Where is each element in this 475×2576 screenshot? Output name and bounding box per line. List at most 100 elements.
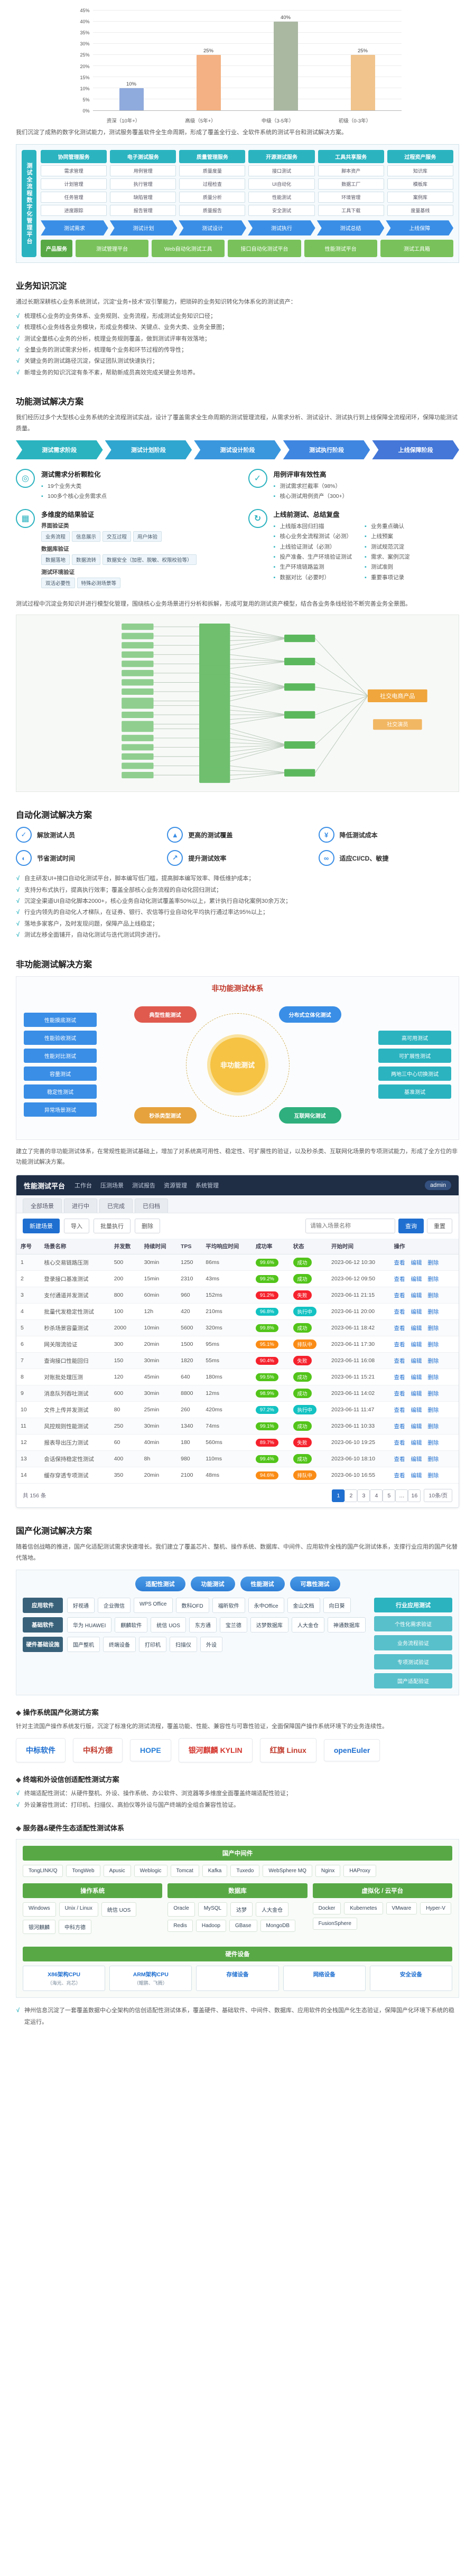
view-link[interactable]: 查看 [394, 1357, 405, 1364]
delete-button[interactable]: 删除 [135, 1219, 160, 1234]
search-input[interactable] [305, 1219, 395, 1234]
status-badge: 成功 [293, 1274, 312, 1284]
verify-item: 数据流转 [72, 554, 101, 565]
delete-link[interactable]: 删除 [427, 1439, 439, 1446]
edit-link[interactable]: 编辑 [411, 1259, 422, 1266]
table-row[interactable]: 11 风控规则性能测试 250 30min 1340 74ms 99.1% 成功… [16, 1418, 459, 1435]
cell-rt: 560ms [201, 1434, 252, 1451]
app-menu-item[interactable]: 资源管理 [164, 1183, 188, 1190]
page-button[interactable]: 4 [370, 1489, 383, 1502]
os-vendor-logo: 银河麒麟 KYLIN [178, 1738, 253, 1763]
delete-link[interactable]: 删除 [427, 1456, 439, 1462]
edit-link[interactable]: 编辑 [411, 1439, 422, 1446]
edit-link[interactable]: 编辑 [411, 1308, 422, 1315]
view-link[interactable]: 查看 [394, 1308, 405, 1315]
page-button[interactable]: 2 [344, 1489, 358, 1502]
cell-ops: 查看 编辑 删除 [389, 1254, 459, 1271]
delete-link[interactable]: 删除 [427, 1357, 439, 1364]
edit-link[interactable]: 编辑 [411, 1374, 422, 1381]
edit-link[interactable]: 编辑 [411, 1357, 422, 1364]
table-row[interactable]: 8 对账批处理压测 120 45min 640 180ms 99.5% 成功 2… [16, 1369, 459, 1386]
table-row[interactable]: 2 登录接口基准测试 200 15min 2310 43ms 99.2% 成功 … [16, 1270, 459, 1288]
edit-link[interactable]: 编辑 [411, 1407, 422, 1413]
delete-link[interactable]: 删除 [427, 1259, 439, 1266]
app-tab[interactable]: 已归档 [135, 1199, 168, 1213]
table-row[interactable]: 12 报表导出压力测试 60 40min 180 560ms 89.7% 失败 … [16, 1434, 459, 1451]
cell-tps: 2310 [176, 1270, 202, 1288]
edit-link[interactable]: 编辑 [411, 1423, 422, 1430]
app-menu-item[interactable]: 系统管理 [195, 1183, 219, 1190]
benefit-circle-icon: ¥ [318, 827, 334, 843]
cell-rt: 110ms [201, 1450, 252, 1468]
mindmap-intro: 测试过程中沉淀业务知识并进行模型化管理，围绕核心业务场景进行分析和拆解，形成可复… [16, 600, 411, 607]
edit-link[interactable]: 编辑 [411, 1341, 422, 1348]
page-button[interactable]: 1 [332, 1489, 345, 1502]
table-row[interactable]: 4 批量代发稳定性测试 100 12h 420 210ms 96.8% 执行中 … [16, 1303, 459, 1320]
view-link[interactable]: 查看 [394, 1407, 405, 1413]
view-link[interactable]: 查看 [394, 1341, 405, 1348]
delete-link[interactable]: 删除 [427, 1308, 439, 1315]
delete-link[interactable]: 删除 [427, 1472, 439, 1479]
delete-link[interactable]: 删除 [427, 1423, 439, 1430]
view-link[interactable]: 查看 [394, 1472, 405, 1479]
view-link[interactable]: 查看 [394, 1423, 405, 1430]
verify-group-name: 数据库验证 [41, 545, 69, 552]
view-link[interactable]: 查看 [394, 1390, 405, 1397]
table-row[interactable]: 7 查询接口性能回归 150 30min 1820 55ms 90.4% 失败 … [16, 1352, 459, 1370]
view-link[interactable]: 查看 [394, 1259, 405, 1266]
app-menu-item[interactable]: 测试报告 [132, 1183, 156, 1190]
view-link[interactable]: 查看 [394, 1325, 405, 1332]
edit-link[interactable]: 编辑 [411, 1276, 422, 1282]
app-tab[interactable]: 进行中 [64, 1199, 97, 1213]
page-button[interactable]: 16 [408, 1489, 421, 1502]
edit-link[interactable]: 编辑 [411, 1325, 422, 1332]
app-user-badge[interactable]: admin [425, 1181, 451, 1191]
page-size-select[interactable]: 10条/页 [424, 1489, 452, 1503]
delete-link[interactable]: 删除 [427, 1407, 439, 1413]
table-row[interactable]: 14 缓存穿透专项测试 350 20min 2100 48ms 94.6% 排队… [16, 1467, 459, 1484]
edit-link[interactable]: 编辑 [411, 1292, 422, 1299]
cell-name: 会话保持稳定性测试 [40, 1450, 110, 1468]
chart-bar-value-label: 25% [203, 48, 213, 54]
layer-item: 统信 UOS [151, 1617, 186, 1633]
search-button[interactable]: 查询 [398, 1219, 424, 1234]
delete-link[interactable]: 删除 [427, 1276, 439, 1282]
platform-flow-step: 测试需求 [41, 220, 108, 235]
delete-link[interactable]: 删除 [427, 1341, 439, 1348]
page-button[interactable]: 5 [383, 1489, 396, 1502]
view-link[interactable]: 查看 [394, 1292, 405, 1299]
table-row[interactable]: 10 文件上传并发测试 80 25min 260 420ms 97.2% 执行中… [16, 1401, 459, 1419]
view-link[interactable]: 查看 [394, 1276, 405, 1282]
view-link[interactable]: 查看 [394, 1439, 405, 1446]
review-items: 上线版本回归扫描核心业务全流程测试（必测）上线验证测试（必测）投产准备、生产环境… [274, 522, 443, 583]
batch-run-button[interactable]: 批量执行 [94, 1219, 131, 1234]
page-button[interactable]: … [395, 1489, 408, 1502]
app-menu-item[interactable]: 工作台 [74, 1183, 92, 1190]
table-row[interactable]: 5 秒杀场景容量测试 2000 10min 5600 320ms 99.8% 成… [16, 1319, 459, 1337]
view-link[interactable]: 查看 [394, 1456, 405, 1462]
import-button[interactable]: 导入 [64, 1219, 89, 1234]
reset-button[interactable]: 重置 [427, 1219, 452, 1234]
app-tab[interactable]: 全部场景 [23, 1199, 62, 1213]
feature-title: 用例评审有效性高 [273, 471, 327, 478]
delete-link[interactable]: 删除 [427, 1374, 439, 1381]
delete-link[interactable]: 删除 [427, 1292, 439, 1299]
delete-link[interactable]: 删除 [427, 1390, 439, 1397]
table-row[interactable]: 9 消息队列吞吐测试 600 30min 8800 12ms 98.9% 成功 … [16, 1385, 459, 1402]
edit-link[interactable]: 编辑 [411, 1456, 422, 1462]
edit-link[interactable]: 编辑 [411, 1472, 422, 1479]
cell-index: 7 [16, 1352, 40, 1370]
new-scenario-button[interactable]: 新建场景 [23, 1219, 60, 1234]
table-row[interactable]: 13 会话保持稳定性测试 400 8h 980 110ms 99.4% 成功 2… [16, 1450, 459, 1468]
table-row[interactable]: 3 支付通道并发测试 800 60min 960 152ms 91.2% 失败 … [16, 1287, 459, 1304]
page-button[interactable]: 3 [357, 1489, 370, 1502]
app-menu-item[interactable]: 压测场景 [100, 1183, 124, 1190]
edit-link[interactable]: 编辑 [411, 1390, 422, 1397]
platform-item: 脚本资产 [318, 165, 384, 177]
table-row[interactable]: 6 网关限流验证 300 20min 1500 95ms 95.1% 排队中 2… [16, 1336, 459, 1353]
app-tab[interactable]: 已完成 [99, 1199, 133, 1213]
view-link[interactable]: 查看 [394, 1374, 405, 1381]
delete-link[interactable]: 删除 [427, 1325, 439, 1332]
table-row[interactable]: 1 核心交易链路压测 500 30min 1250 86ms 99.6% 成功 … [16, 1254, 459, 1271]
hw-item: X86架构CPU （海光、兆芯） [23, 1966, 106, 1992]
